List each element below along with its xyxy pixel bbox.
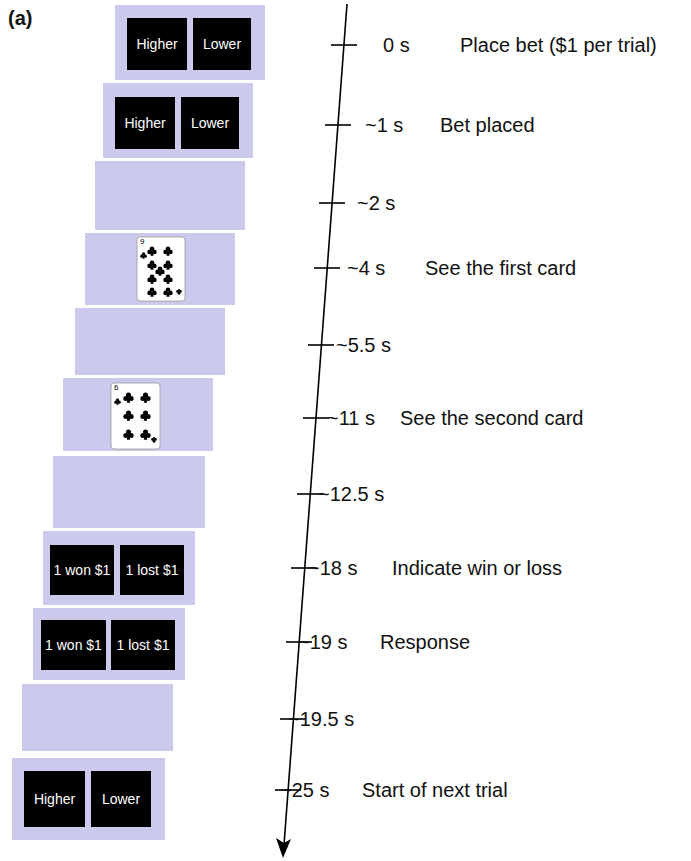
timeline-label: Bet placed <box>440 113 535 137</box>
choice-text: Higher <box>124 115 165 132</box>
choice-text: 1 lost $1 <box>126 562 179 579</box>
timeline-label: ~19.5 s <box>288 707 354 731</box>
timeline-label: ~11 s <box>327 406 375 430</box>
card-index: 6 <box>114 383 118 393</box>
choice-text: Higher <box>136 36 177 53</box>
choice-text: 1 won $1 <box>54 562 111 579</box>
choice-text: 1 lost $1 <box>117 637 170 654</box>
timeline-label: ~12.5 s <box>318 482 384 506</box>
choice-text: Lower <box>203 36 241 53</box>
axis-arrowhead <box>276 838 291 858</box>
choice-box: 1 won $1 <box>50 545 114 595</box>
choice-box: Lower <box>181 97 239 149</box>
timeline-label: Start of next trial <box>362 778 508 802</box>
choice-box: 1 lost $1 <box>120 545 184 595</box>
timeline-label: Indicate win or loss <box>392 556 562 580</box>
timeline-label: ~19 s <box>298 630 347 654</box>
timeline-label: ~1 s <box>365 113 403 137</box>
choice-box: Lower <box>193 18 251 70</box>
choice-box: 1 won $1 <box>41 620 106 670</box>
choice-text: 1 won $1 <box>45 637 102 654</box>
card-index: 9 <box>140 237 144 247</box>
timeline-label: Place bet ($1 per trial) <box>460 33 657 57</box>
timeline-label: See the second card <box>400 406 583 430</box>
panel-label: (a) <box>8 6 32 30</box>
choice-box: Lower <box>91 771 151 827</box>
choice-box: Higher <box>127 18 187 70</box>
choice-box: Higher <box>24 771 85 827</box>
timeline-label: ~25 s <box>280 778 329 802</box>
choice-text: Higher <box>34 791 75 808</box>
timeline-label: ~2 s <box>357 191 395 215</box>
timeline-label: ~18 s <box>308 556 357 580</box>
timeline-label: ~5.5 s <box>336 333 391 357</box>
timeline-label: 0 s <box>383 33 410 57</box>
timeline-label: Response <box>380 630 470 654</box>
card-2 <box>111 383 160 449</box>
choice-text: Lower <box>102 791 140 808</box>
timeline-label: See the first card <box>425 256 576 280</box>
timeline-label: ~4 s <box>347 256 385 280</box>
choice-box: Higher <box>115 97 175 149</box>
choice-box: 1 lost $1 <box>111 620 175 670</box>
card-1 <box>137 237 185 301</box>
screens <box>12 5 265 840</box>
choice-text: Lower <box>191 115 229 132</box>
